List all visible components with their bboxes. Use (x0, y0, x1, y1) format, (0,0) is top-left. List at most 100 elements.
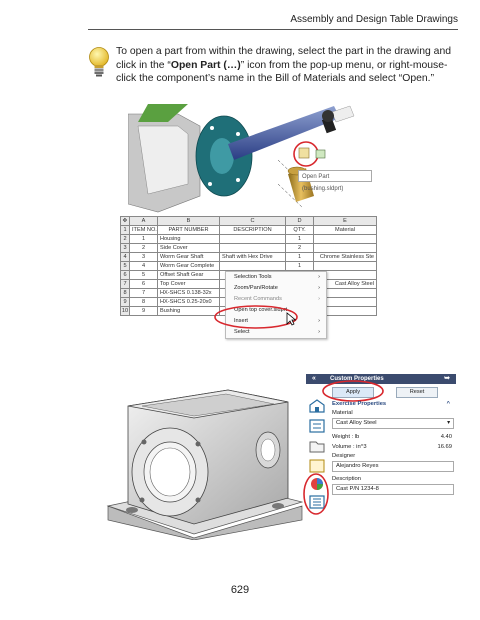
custom-properties-panel: « Custom Properties ➥ Apply Reset Exerci… (303, 374, 456, 518)
bom-part-number[interactable]: Bushing (157, 306, 220, 316)
feature-manager-tab-icon[interactable] (308, 398, 326, 414)
pin-icon[interactable]: ➥ (444, 375, 450, 382)
chevron-up-icon: ^ (446, 401, 450, 407)
designer-field[interactable]: Alejandro Reyes (332, 461, 454, 472)
bom-material[interactable] (313, 261, 377, 271)
bom-part-number[interactable]: Offset Shaft Gear (157, 270, 220, 280)
menu-item-insert[interactable]: Insert› (234, 318, 320, 324)
properties-group: Exercise Properties^ Material Cast Alloy… (332, 400, 454, 498)
bom-description[interactable] (219, 234, 286, 244)
bom-header-cell[interactable]: DESCRIPTION (219, 225, 286, 235)
appearances-tab-icon[interactable] (308, 476, 326, 492)
chapter-header: Assembly and Design Table Drawings (290, 14, 458, 25)
bom-row-number[interactable]: 3 (120, 243, 130, 253)
bom-item-no[interactable]: 3 (129, 252, 158, 262)
collapse-icon[interactable]: « (312, 375, 316, 382)
panel-button-row: Apply Reset (306, 380, 456, 402)
bom-header-cell[interactable]: Material (313, 225, 377, 235)
lightbulb-icon (89, 47, 109, 77)
bom-qty[interactable]: 1 (285, 234, 314, 244)
bom-column-letters: ✥ A B C D E (120, 216, 377, 226)
apply-button[interactable]: Apply (332, 387, 374, 398)
open-highlight-ring (214, 305, 298, 329)
bom-row-number[interactable]: 9 (120, 297, 130, 307)
material-label: Material (332, 410, 353, 416)
open-part-emphasis: Open Part (…) (170, 59, 241, 71)
custom-properties-tab-highlight (303, 473, 329, 515)
menu-item-open-part[interactable]: Open top cover.sldprt (234, 307, 288, 313)
description-field[interactable]: Cast P/N 1234-8 (332, 484, 454, 495)
bom-part-number[interactable]: Worm Gear Shaft (157, 252, 220, 262)
bom-row-number[interactable]: 4 (120, 252, 130, 262)
panel-tab-strip (303, 398, 329, 516)
bom-corner-handle[interactable]: ✥ (120, 216, 130, 226)
mouse-cursor-icon (286, 312, 296, 326)
bom-row-number[interactable]: 5 (120, 261, 130, 271)
bom-item-no[interactable]: 6 (129, 279, 158, 289)
bom-row-number[interactable]: 7 (120, 279, 130, 289)
page-number: 629 (230, 584, 250, 596)
bom-description[interactable] (219, 261, 286, 271)
exercise-properties-header[interactable]: Exercise Properties^ (332, 401, 450, 407)
header-rule (88, 29, 458, 30)
bom-qty[interactable]: 1 (285, 261, 314, 271)
bom-header-row: 1 ITEM NO. PART NUMBER DESCRIPTION QTY. … (120, 225, 377, 235)
bom-row-number[interactable]: 2 (120, 234, 130, 244)
bom-qty[interactable]: 2 (285, 243, 314, 253)
bom-description[interactable] (219, 243, 286, 253)
configuration-tab-icon[interactable] (308, 438, 326, 454)
bom-col-letter[interactable]: B (157, 216, 220, 226)
bom-part-number[interactable]: Side Cover (157, 243, 220, 253)
chevron-down-icon: ▾ (447, 420, 450, 426)
bom-part-number[interactable]: Top Cover (157, 279, 220, 289)
bom-material[interactable]: Chrome Stainless Ste (313, 252, 377, 262)
bom-item-no[interactable]: 2 (129, 243, 158, 253)
bom-item-no[interactable]: 8 (129, 297, 158, 307)
open-part-tooltip: Open Part (bushing.sldprt) (298, 170, 372, 192)
bom-material[interactable] (313, 243, 377, 253)
bom-row-number[interactable]: 6 (120, 270, 130, 280)
bom-part-number[interactable]: HX-SHCS 0.25-20x0 (157, 297, 220, 307)
panel-title-bar: « Custom Properties ➥ (306, 374, 456, 384)
bom-part-number[interactable]: Worm Gear Complete (157, 261, 220, 271)
assembly-explode-picture (128, 104, 360, 220)
bom-item-no[interactable]: 9 (129, 306, 158, 316)
reset-button[interactable]: Reset (396, 387, 438, 398)
apply-highlight-ring (322, 380, 384, 402)
menu-item-zoom-pan-rotate[interactable]: Zoom/Pan/Rotate› (234, 285, 320, 291)
dim-xpert-tab-icon[interactable] (308, 458, 326, 474)
bom-item-no[interactable]: 7 (129, 288, 158, 298)
bom-col-letter[interactable]: C (219, 216, 286, 226)
bom-part-number[interactable]: HX-SHCS 0.138-32x (157, 288, 220, 298)
menu-item-select[interactable]: Select› (234, 329, 320, 335)
bom-material[interactable] (313, 234, 377, 244)
bom-col-letter[interactable]: A (129, 216, 158, 226)
bom-item-no[interactable]: 4 (129, 261, 158, 271)
bom-part-number[interactable]: Housing (157, 234, 220, 244)
bom-row-number[interactable]: 8 (120, 288, 130, 298)
bom-header-cell[interactable]: QTY. (285, 225, 314, 235)
housing-part-picture (106, 389, 304, 540)
bom-col-letter[interactable]: D (285, 216, 314, 226)
description-label: Description (332, 476, 361, 482)
bom-header-cell[interactable]: PART NUMBER (157, 225, 220, 235)
menu-item-recent-commands[interactable]: Recent Commands› (234, 296, 320, 302)
bom-header-cell[interactable]: ITEM NO. (129, 225, 158, 235)
bom-qty[interactable]: 1 (285, 252, 314, 262)
material-dropdown[interactable]: Cast Alloy Steel▾ (332, 418, 454, 429)
bom-item-no[interactable]: 5 (129, 270, 158, 280)
bom-item-no[interactable]: 1 (129, 234, 158, 244)
bom-description[interactable]: Shaft with Hex Drive (219, 252, 286, 262)
tip-paragraph: To open a part from within the drawing, … (116, 46, 452, 84)
bom-row-number[interactable]: 10 (120, 306, 130, 316)
menu-item-selection-tools[interactable]: Selection Tools› (234, 274, 320, 280)
custom-properties-tab-icon[interactable] (308, 494, 326, 510)
bom-col-letter[interactable]: E (313, 216, 377, 226)
property-manager-tab-icon[interactable] (308, 418, 326, 434)
